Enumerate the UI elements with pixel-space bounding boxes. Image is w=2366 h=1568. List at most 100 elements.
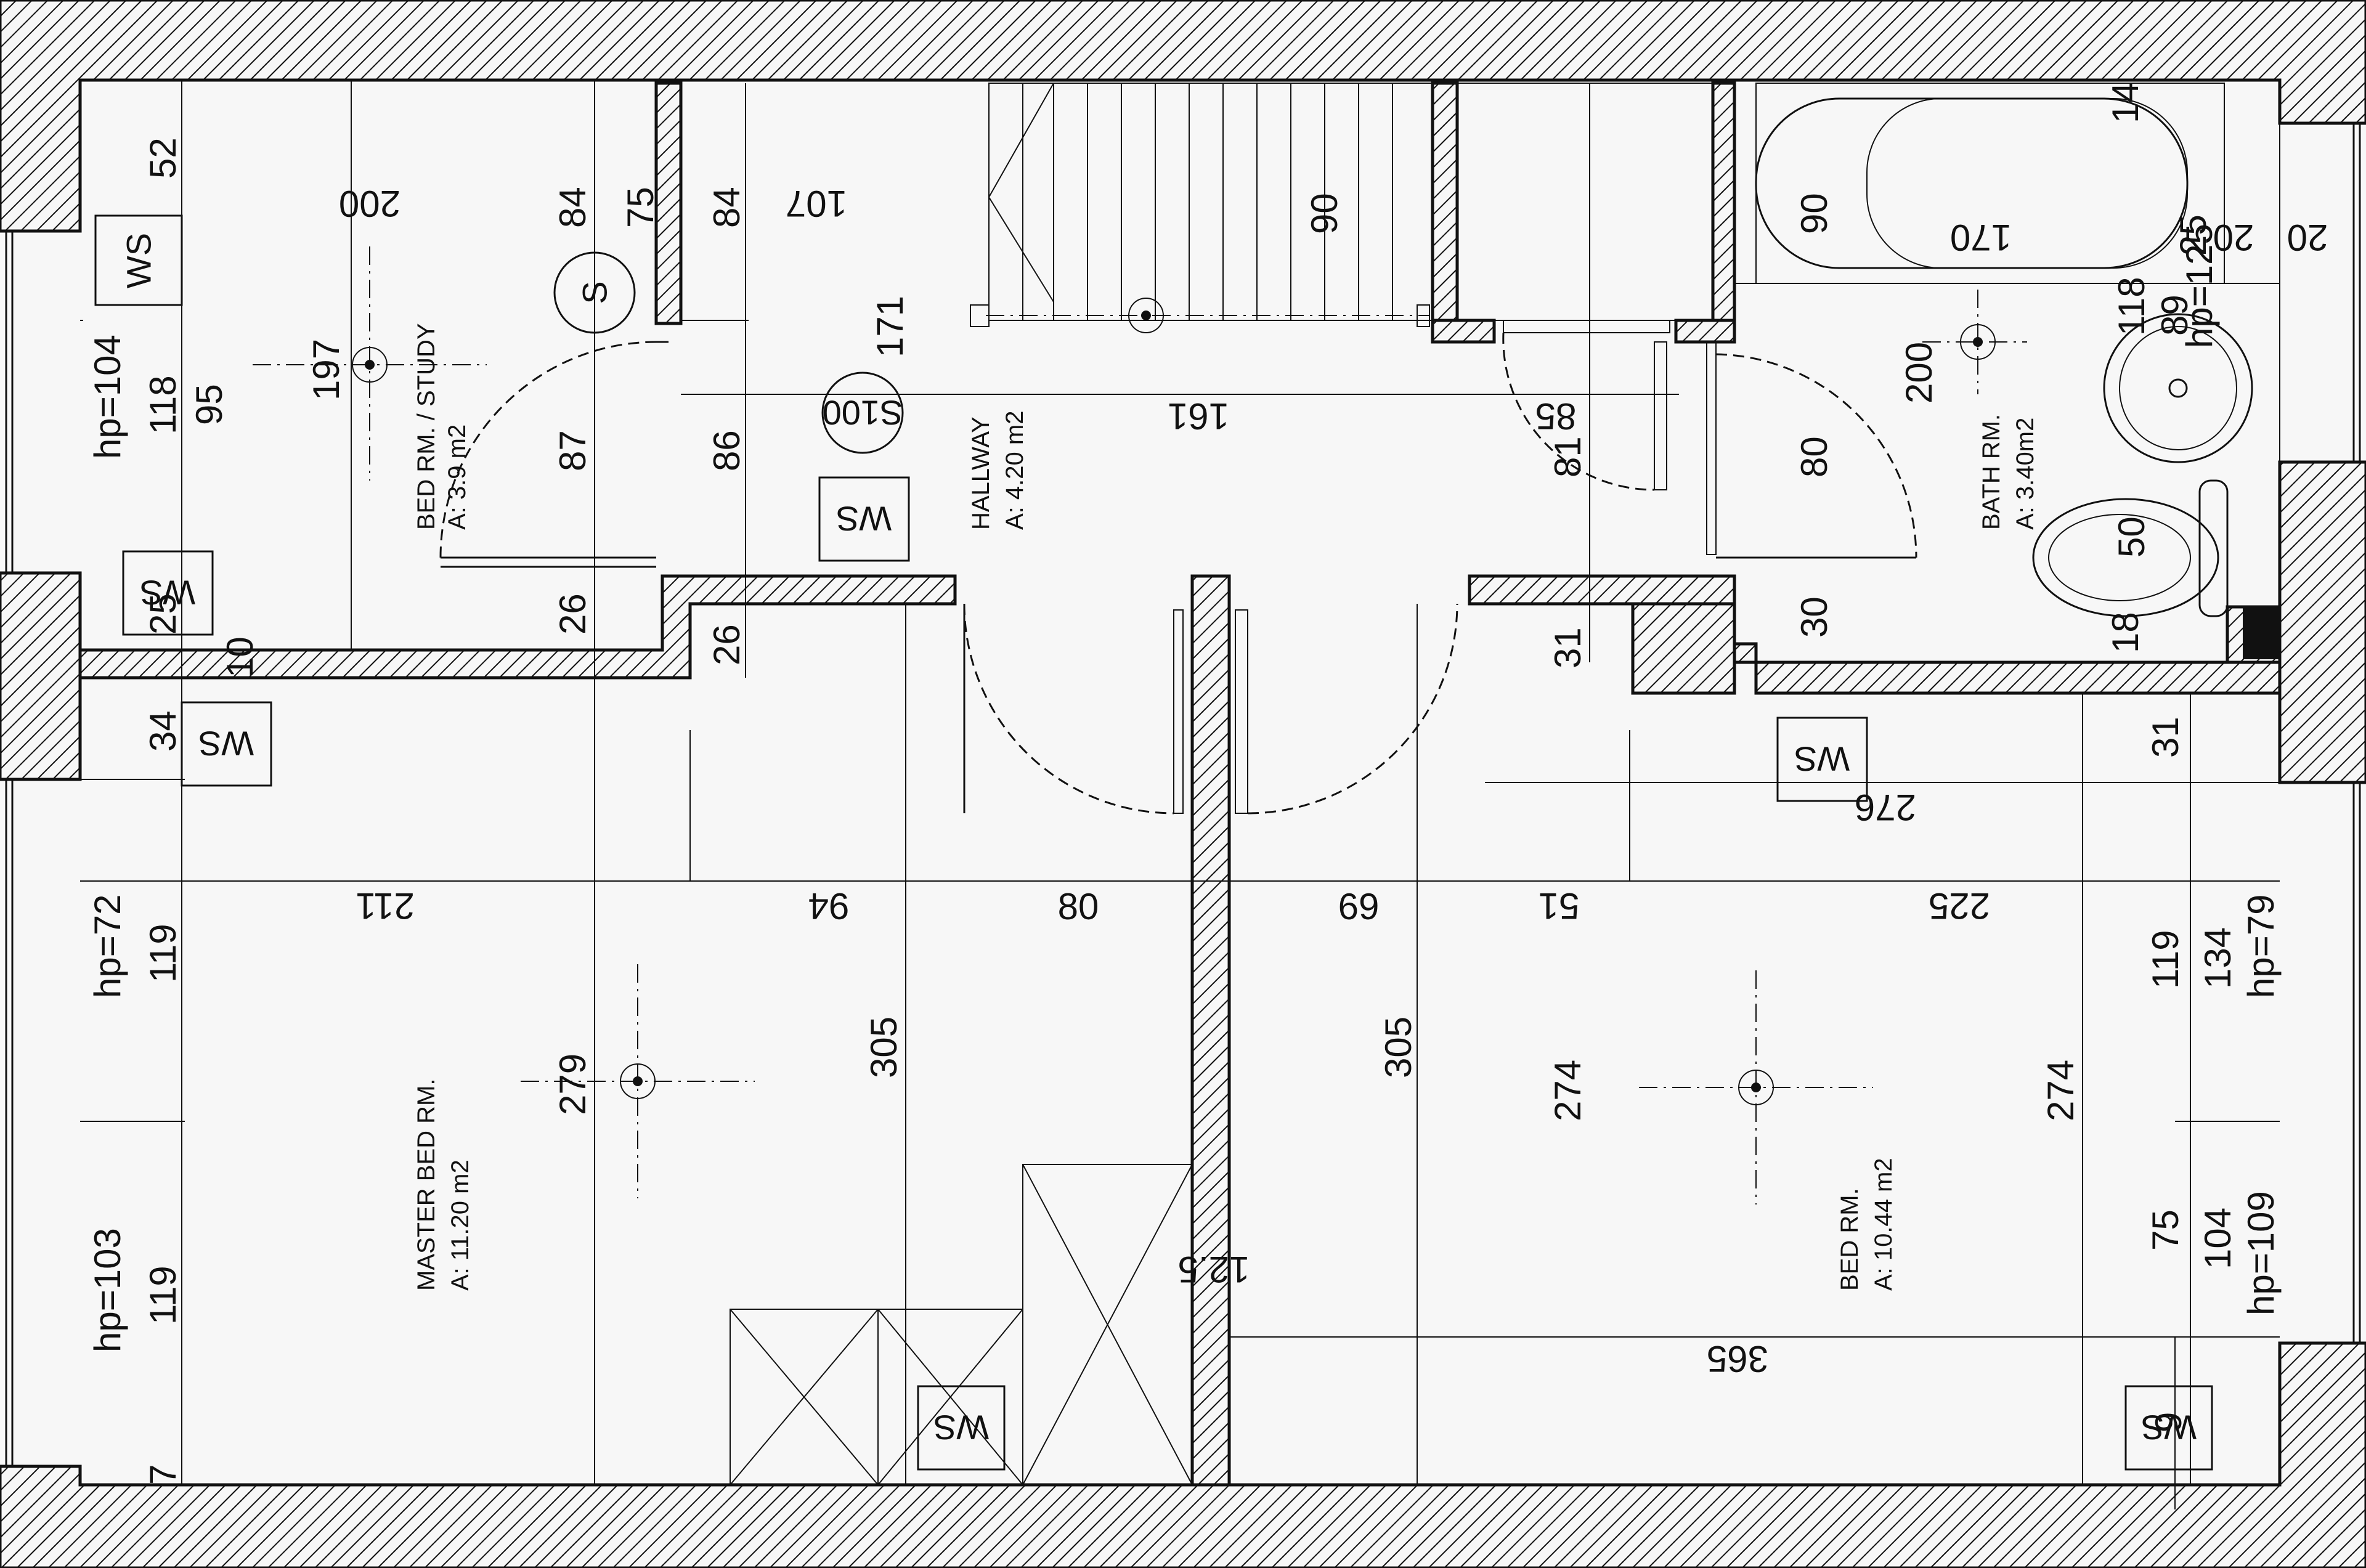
ws-label-2: WS <box>836 500 892 538</box>
dim-274b: 274 <box>2040 1060 2081 1121</box>
dim-104: 104 <box>2197 1208 2238 1269</box>
dim-50: 50 <box>2111 516 2152 558</box>
hp-bed-right-bottom: hp=109 <box>2240 1191 2282 1315</box>
dim-90b: 90 <box>1794 193 1835 234</box>
hp-master-left-bottom: hp=103 <box>87 1228 128 1352</box>
dim-25b: 25 <box>142 593 184 635</box>
dim-95: 95 <box>189 384 230 425</box>
dim-276: 276 <box>1855 787 1916 828</box>
dim-200: 200 <box>339 183 400 224</box>
dim-75: 75 <box>620 187 661 228</box>
hallway-name: HALLWAY <box>967 416 994 530</box>
dim-87: 87 <box>552 430 593 471</box>
dim-118a: 118 <box>142 375 184 434</box>
dim-134: 134 <box>2197 927 2238 989</box>
dim-10: 10 <box>219 636 261 678</box>
dim-80a: 80 <box>1794 436 1835 477</box>
ws-label-3: WS <box>140 574 195 612</box>
bath-area: A: 3.40m2 <box>2012 418 2039 530</box>
staircase <box>970 83 1433 333</box>
dim-119a: 119 <box>142 924 184 983</box>
storage-cupboard <box>1457 83 1714 321</box>
dim-200b: 200 <box>1898 342 1940 404</box>
dim-26b: 26 <box>706 624 747 665</box>
dim-14: 14 <box>2105 82 2146 123</box>
dim-119c: 119 <box>2145 930 2186 989</box>
dim-305b: 305 <box>1378 1017 1419 1078</box>
dim-197: 197 <box>306 339 347 400</box>
study-name: BED RM. / STUDY <box>413 323 440 530</box>
ws-box-4 <box>181 701 272 787</box>
dim-25: 25 <box>2173 214 2214 256</box>
dim-31a: 31 <box>1547 627 1588 668</box>
ws-label-1: WS <box>120 233 158 288</box>
ws-label-7: WS <box>2141 1408 2197 1447</box>
dim-34: 34 <box>142 710 184 752</box>
dim-225: 225 <box>1929 885 1990 927</box>
ws-label-4: WS <box>198 725 254 763</box>
dim-51: 51 <box>1539 885 1580 927</box>
room-labels: BED RM. / STUDY A: 3.9 m2 HALLWAY A: 4.2… <box>413 323 2039 1291</box>
ws-box-5 <box>1776 717 1868 802</box>
ws-box-7 <box>2124 1385 2213 1471</box>
dim-20a: 20 <box>2213 217 2254 258</box>
dim-365: 365 <box>1707 1338 1768 1379</box>
dim-69: 69 <box>1338 886 1380 927</box>
dim-305a: 305 <box>863 1017 905 1078</box>
dim-81: 81 <box>1547 436 1588 477</box>
dim-107: 107 <box>786 183 847 224</box>
switch-label-s: S <box>575 281 614 304</box>
switch-label-s100: S100 <box>823 394 903 433</box>
dim-18: 18 <box>2105 612 2146 653</box>
ws-box-2 <box>818 476 910 562</box>
dim-118b: 118 <box>2111 277 2152 336</box>
dim-31b: 31 <box>2145 717 2186 758</box>
dim-52: 52 <box>142 137 184 179</box>
height-labels: hp=104 hp=72 hp=103 hp=79 hp=109 hp=125 <box>87 224 2282 1352</box>
hp-bed-right-top: hp=79 <box>2240 894 2282 998</box>
dim-85: 85 <box>1535 396 1577 437</box>
dim-90a: 90 <box>1304 193 1345 234</box>
hp-master-left-top: hp=72 <box>87 894 128 998</box>
dim-89: 89 <box>2154 295 2195 336</box>
dim-80b: 80 <box>1058 886 1099 927</box>
dim-119b: 119 <box>142 1265 184 1325</box>
dim-279: 279 <box>552 1054 593 1115</box>
hp-bath-right: hp=125 <box>2179 224 2220 348</box>
dim-211: 211 <box>356 885 415 927</box>
dim-274a: 274 <box>1547 1060 1588 1121</box>
dim-170: 170 <box>1950 217 2012 258</box>
master-name: MASTER BED RM. <box>413 1079 440 1291</box>
dim-30: 30 <box>1794 596 1835 638</box>
dim-84a: 84 <box>552 187 593 228</box>
storage-threshold <box>1503 320 1670 333</box>
bed-name: BED RM. <box>1836 1188 1863 1291</box>
ws-box-1 <box>94 214 183 306</box>
bathroom-fixtures <box>1755 83 2280 659</box>
master-area: A: 11.20 m2 <box>447 1160 474 1291</box>
ws-box-3 <box>122 550 214 636</box>
study-area: A: 3.9 m2 <box>444 424 471 530</box>
switch-symbol-s100 <box>821 372 904 454</box>
dim-26a: 26 <box>552 593 593 635</box>
dimension-lines <box>80 80 2280 1509</box>
dim-125: 12.5 <box>1178 1249 1250 1290</box>
room-centers <box>253 246 2027 1204</box>
ws-label-5: WS <box>1794 740 1850 779</box>
electrical-symbols: S S100 WS WS WS WS WS WS WS <box>94 214 2213 1471</box>
doors <box>439 332 1917 814</box>
ws-box-6 <box>917 1385 1006 1471</box>
dim-7: 7 <box>142 1464 184 1485</box>
hallway-area: A: 4.20 m2 <box>1001 411 1028 530</box>
hp-study-left: hp=104 <box>87 335 128 459</box>
switch-symbol-s <box>553 251 636 334</box>
dim-84b: 84 <box>706 187 747 228</box>
dim-9: 9 <box>2148 1412 2189 1432</box>
dimension-numbers: 52 200 84 75 84 107 90 14 90 170 20 20 2… <box>142 82 2328 1485</box>
dim-94: 94 <box>808 885 850 927</box>
dim-75b: 75 <box>2145 1209 2186 1251</box>
dim-161: 161 <box>1168 396 1229 437</box>
ws-label-6: WS <box>933 1408 989 1447</box>
